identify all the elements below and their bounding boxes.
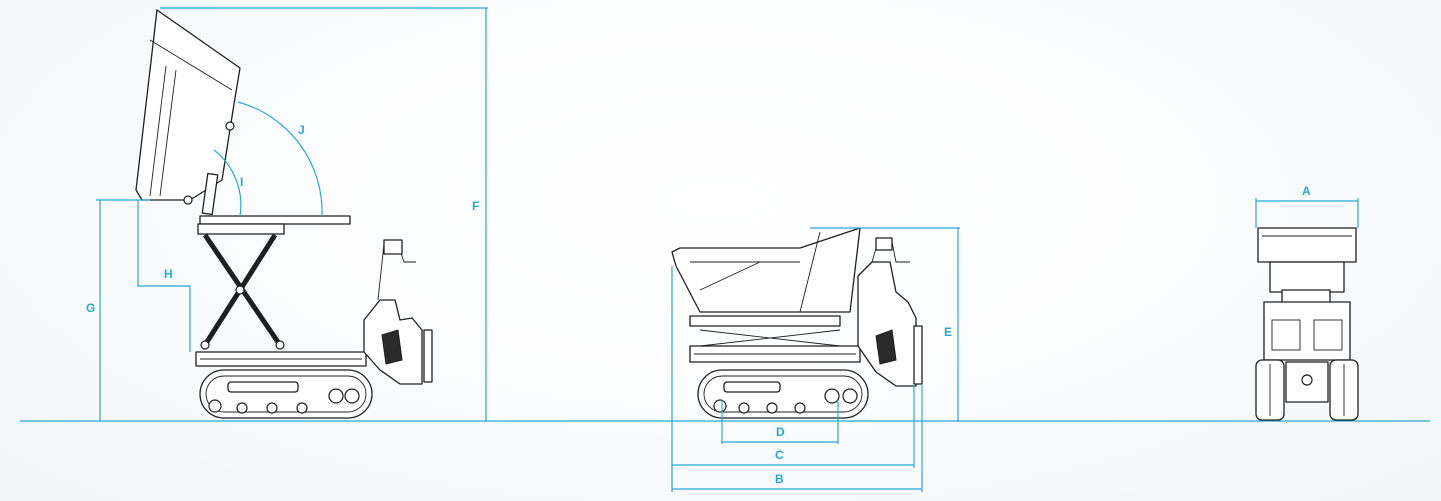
body-front (1263, 301, 1351, 361)
skip-lowered (671, 227, 861, 313)
dim-label-i: I (240, 175, 243, 189)
lift-platform (199, 215, 351, 225)
skip-front (1257, 227, 1357, 263)
dim-label-f: F (472, 199, 479, 213)
dim-label-j: J (298, 123, 305, 137)
dim-label-c: C (775, 448, 784, 462)
tilted-skip (135, 9, 241, 201)
dim-label-b: B (775, 472, 784, 486)
dim-label-a: A (1302, 184, 1311, 198)
dim-label-d: D (776, 425, 785, 439)
side-view-lowered (671, 227, 923, 419)
dim-label-h: H (164, 267, 173, 281)
side-view-raised (135, 9, 433, 419)
front-view (1255, 227, 1359, 421)
engine-housing-middle (857, 261, 917, 387)
dim-label-g: G (86, 301, 95, 315)
dim-label-e: E (944, 325, 952, 339)
